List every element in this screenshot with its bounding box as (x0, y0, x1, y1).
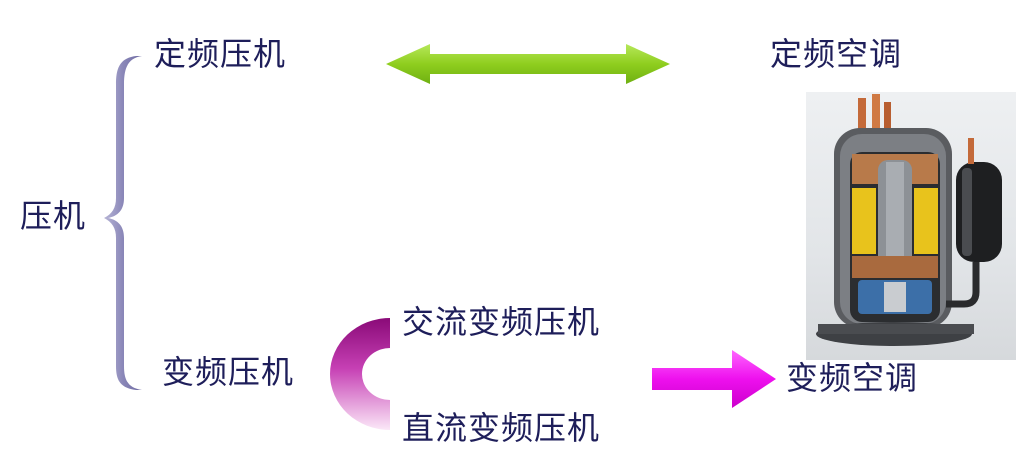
compressor-illustration (816, 94, 1002, 346)
fixed-compressor-label: 定频压机 (154, 35, 287, 73)
ac-variable-compressor-label: 交流变频压机 (402, 303, 601, 341)
variable-ac-label: 变频空调 (786, 359, 919, 397)
fixed-ac-label: 定频空调 (770, 35, 903, 73)
dc-variable-compressor-label: 直流变频压机 (402, 409, 601, 447)
compressor-photo (806, 92, 1016, 360)
compressor-label: 压机 (20, 197, 87, 235)
variable-compressor-label: 变频压机 (162, 353, 295, 391)
